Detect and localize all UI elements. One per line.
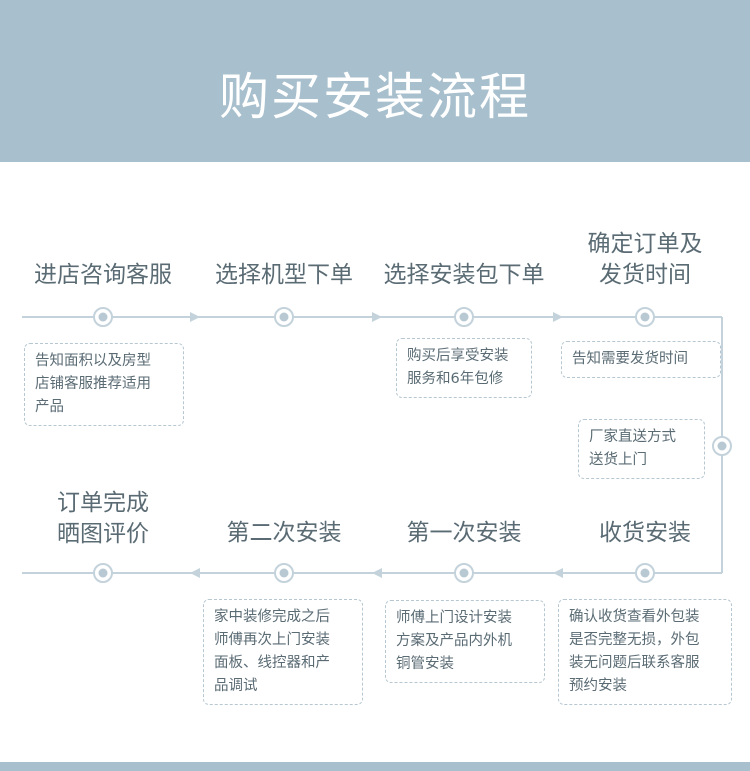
connector-note: 厂家直送方式 送货上门 [578, 419, 705, 479]
arrow-right-1 [190, 312, 200, 322]
step-title-5: 收货安装 [599, 520, 691, 546]
arrow-left-1 [553, 568, 563, 578]
connector-dot [712, 436, 732, 456]
step-note-6: 师傅上门设计安装 方案及产品内外机 铜管安装 [385, 600, 545, 683]
step-dot-6 [454, 563, 474, 583]
page-title: 购买安装流程 [219, 68, 531, 126]
step-title-7: 第二次安装 [226, 520, 342, 546]
step-dot-7 [274, 563, 294, 583]
step-dot-2 [274, 307, 294, 327]
step-note-4: 告知需要发货时间 [561, 341, 721, 378]
step-note-3: 购买后享受安装 服务和6年包修 [396, 338, 532, 398]
arrow-left-3 [190, 568, 200, 578]
step-title-6: 第一次安装 [406, 520, 522, 546]
step-note-5: 确认收货查看外包装 是否完整无损，外包 装无问题后联系客服 预约安装 [558, 599, 732, 705]
step-dot-8 [93, 563, 113, 583]
step-note-7: 家中装修完成之后 师傅再次上门安装 面板、线控器和产 品调试 [203, 599, 363, 705]
step-dot-5 [635, 563, 655, 583]
arrow-right-2 [372, 312, 382, 322]
step-dot-4 [635, 307, 655, 327]
footer-strip [0, 762, 750, 771]
step-dot-3 [454, 307, 474, 327]
step-title-3: 选择安装包下单 [383, 262, 545, 288]
step-title-1: 进店咨询客服 [34, 262, 172, 288]
step-note-1: 告知面积以及房型 店铺客服推荐适用 产品 [24, 343, 184, 426]
step-title-8: 订单完成 晒图评价 [57, 490, 149, 547]
step-title-2: 选择机型下单 [215, 262, 353, 288]
header-banner: 购买安装流程 [0, 0, 750, 162]
step-dot-1 [93, 307, 113, 327]
step-title-4: 确定订单及 发货时间 [587, 231, 703, 288]
arrow-left-2 [372, 568, 382, 578]
arrow-right-3 [553, 312, 563, 322]
